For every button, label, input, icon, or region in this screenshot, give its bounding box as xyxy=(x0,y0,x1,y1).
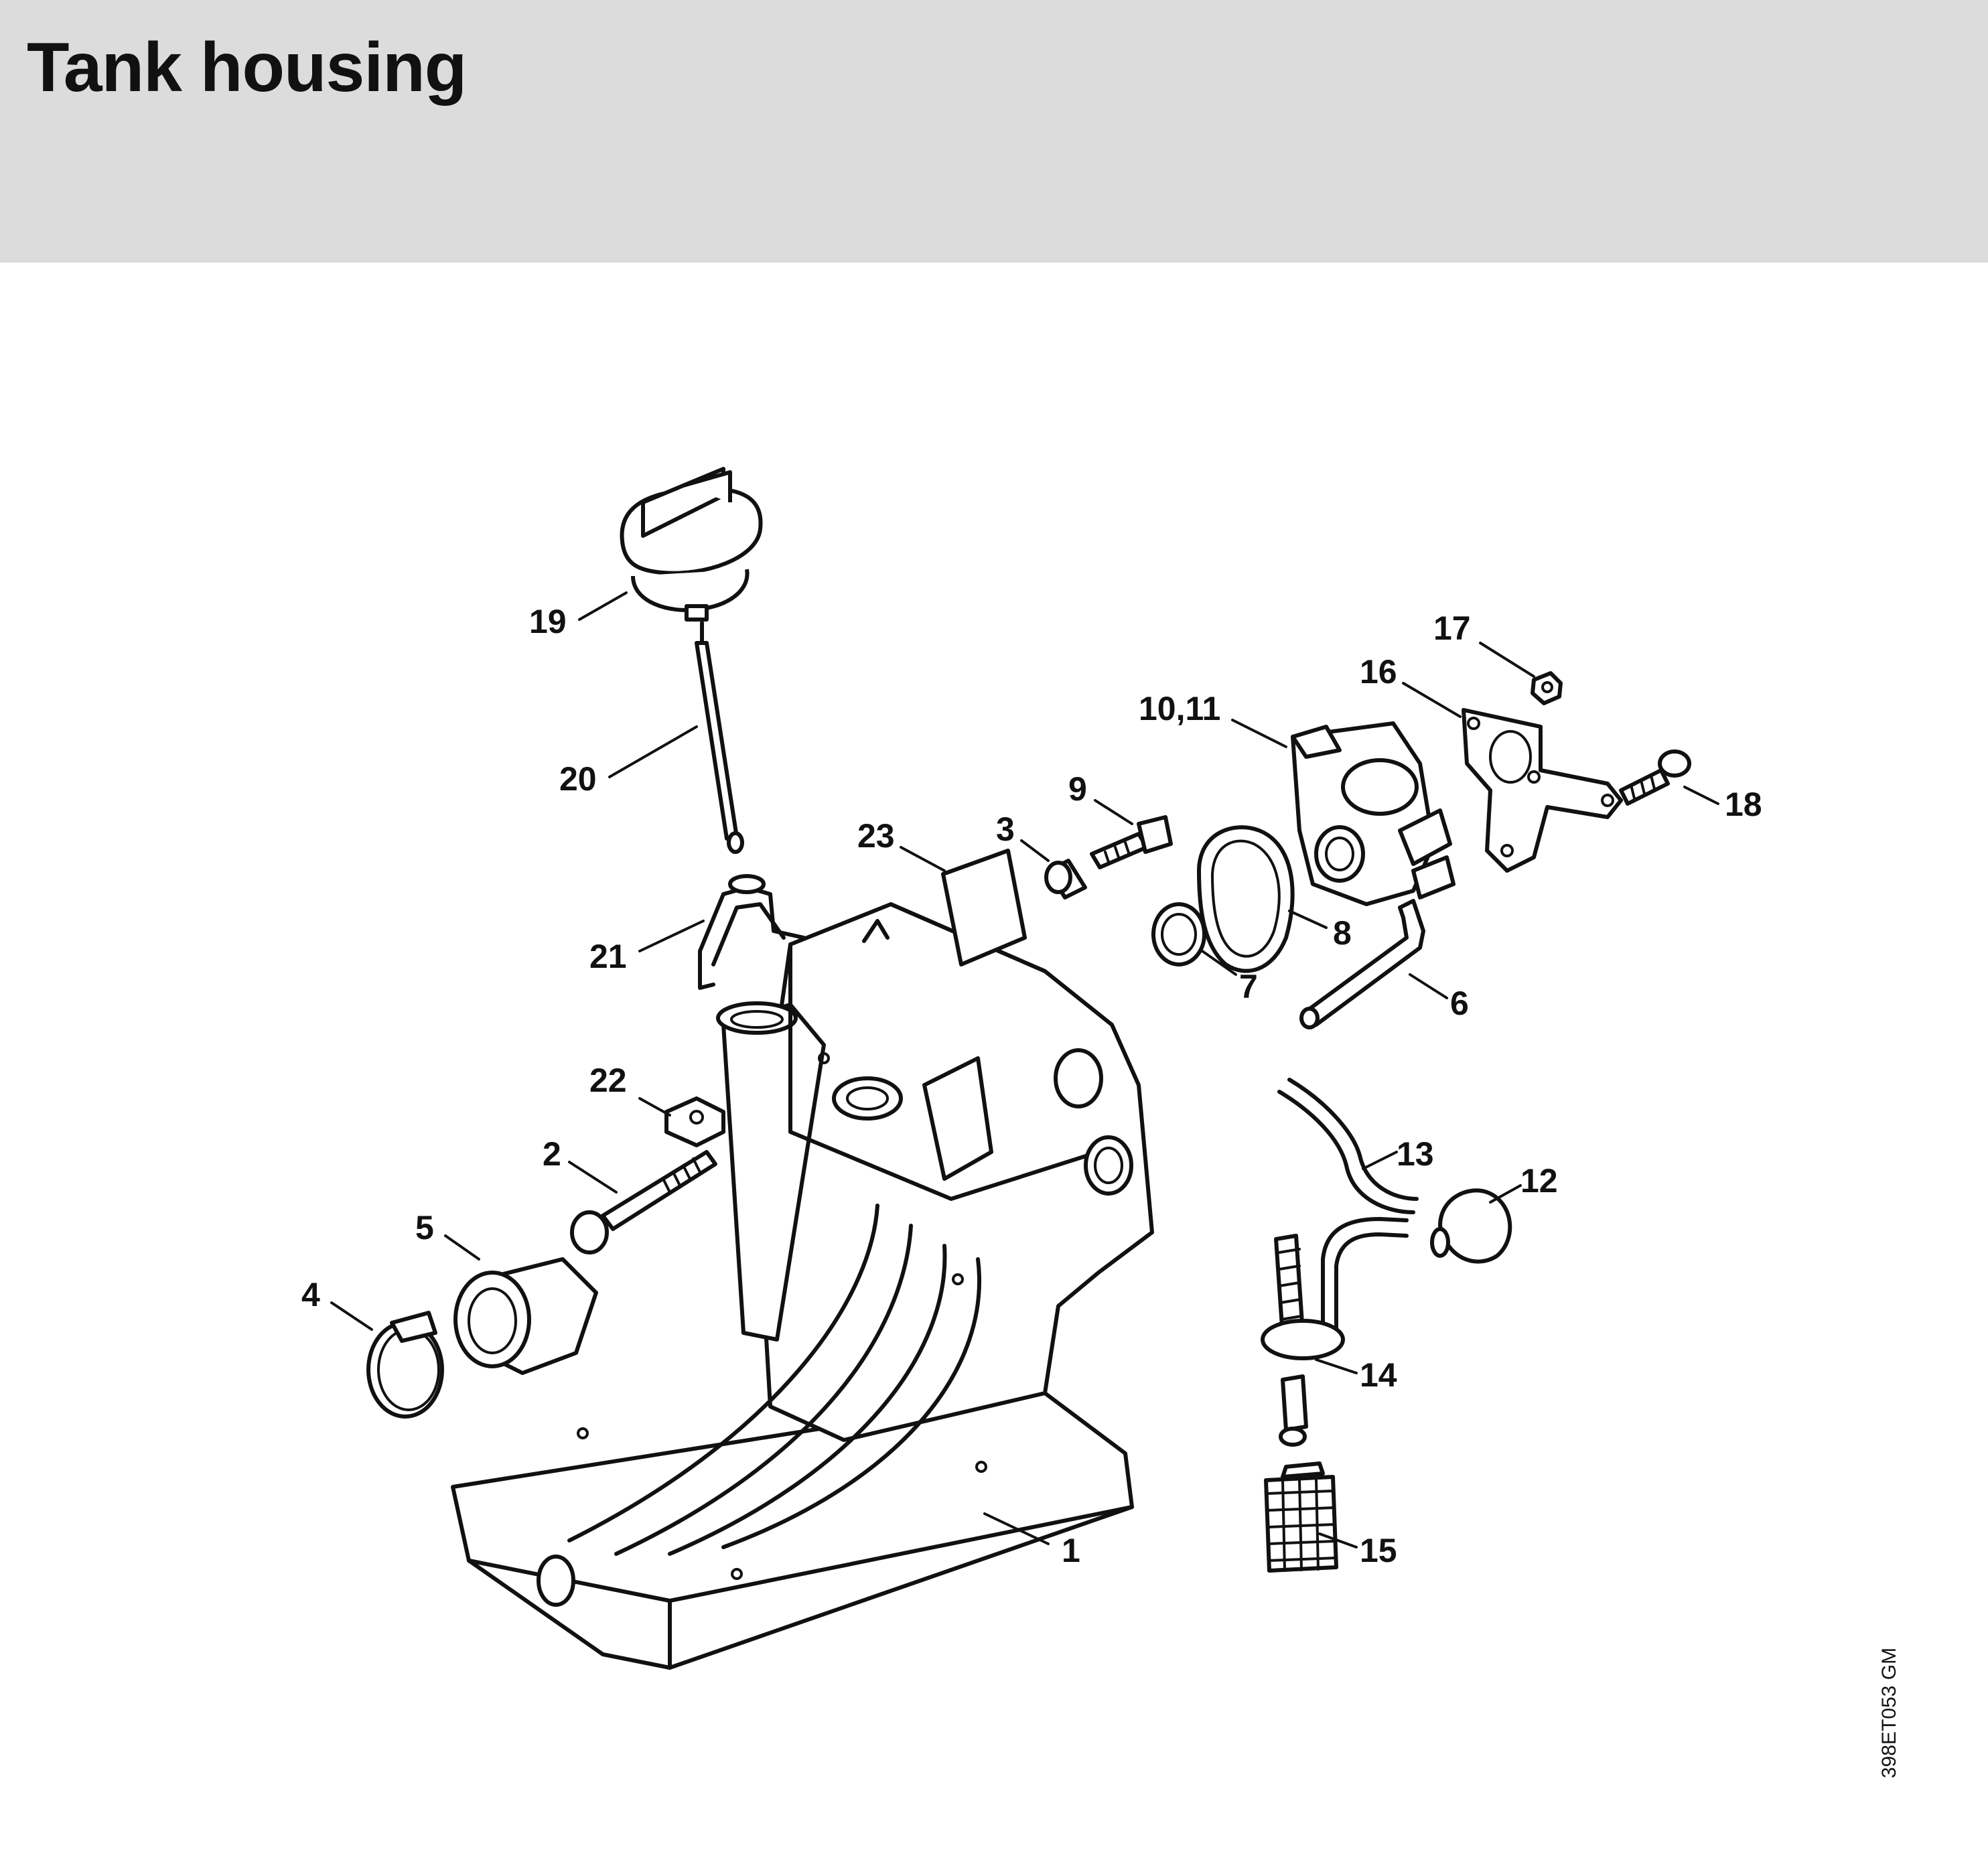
callout-8: 8 xyxy=(1288,910,1352,952)
callout-label: 9 xyxy=(1068,770,1087,808)
fuel-hose-part xyxy=(695,621,744,854)
callout-label: 13 xyxy=(1397,1135,1434,1173)
callout-2: 2 xyxy=(543,1135,618,1194)
square-nut-part xyxy=(664,1096,725,1147)
filler-cap-part xyxy=(620,467,763,622)
spring-screw-part xyxy=(1619,749,1691,806)
callout-label: 5 xyxy=(415,1209,434,1246)
callout-15: 15 xyxy=(1318,1532,1397,1569)
callout-label: 16 xyxy=(1360,653,1397,691)
callout-label: 10,11 xyxy=(1139,690,1220,727)
callout-label: 19 xyxy=(529,603,567,640)
stud-bolt-part xyxy=(570,1150,717,1254)
callout-label: 12 xyxy=(1520,1162,1558,1200)
mounting-plate-part xyxy=(1462,708,1623,873)
sleeve-part xyxy=(1044,859,1087,900)
callout-21: 21 xyxy=(589,920,705,975)
callout-12: 12 xyxy=(1489,1162,1558,1204)
callout-label: 7 xyxy=(1239,968,1258,1005)
callout-label: 14 xyxy=(1360,1356,1397,1394)
fuel-line-part xyxy=(1277,1078,1419,1214)
callout-label: 20 xyxy=(559,760,597,798)
callout-label: 6 xyxy=(1450,985,1469,1022)
purge-bulb-part xyxy=(1430,1188,1512,1264)
callout-23: 23 xyxy=(857,817,946,872)
header-bar: Tank housing xyxy=(0,0,1988,263)
flange-ring-part xyxy=(1151,902,1206,966)
callout-label: 3 xyxy=(996,810,1015,848)
callout-9: 9 xyxy=(1068,770,1133,825)
carburetor-part xyxy=(1291,721,1456,906)
tank-housing-part xyxy=(451,902,1154,1670)
callout-6: 6 xyxy=(1409,973,1469,1022)
callout-16: 16 xyxy=(1360,653,1462,718)
callout-7: 7 xyxy=(1201,950,1258,1005)
callout-13: 13 xyxy=(1362,1135,1434,1173)
callout-label: 1 xyxy=(1062,1532,1080,1569)
callout-label: 4 xyxy=(301,1276,320,1313)
callout-label: 2 xyxy=(543,1135,561,1173)
callout-label: 17 xyxy=(1433,609,1471,647)
callout-19: 19 xyxy=(529,591,628,640)
callout-label: 18 xyxy=(1725,786,1762,823)
callout-label: 21 xyxy=(589,938,627,975)
fuel-filter-part xyxy=(1264,1461,1338,1573)
callout-label: 22 xyxy=(589,1062,627,1099)
gasket-part xyxy=(1197,825,1295,973)
page-title: Tank housing xyxy=(27,29,467,106)
callout-18: 18 xyxy=(1683,786,1762,823)
callout-22: 22 xyxy=(589,1062,671,1117)
label-part xyxy=(941,849,1027,966)
callout-5: 5 xyxy=(415,1209,480,1261)
callout-3: 3 xyxy=(996,810,1050,862)
callout-17: 17 xyxy=(1433,609,1535,678)
callout-14: 14 xyxy=(1315,1356,1397,1394)
callout-label: 23 xyxy=(857,817,895,855)
drawing-code: 398ET053 GM xyxy=(1878,1648,1900,1778)
callout-1: 1 xyxy=(983,1512,1080,1569)
bracket-part xyxy=(698,874,806,990)
callout-10-11: 10,11 xyxy=(1139,690,1287,748)
impulse-hose-part xyxy=(1299,899,1425,1029)
callout-4: 4 xyxy=(301,1276,373,1331)
screw-part xyxy=(1090,815,1173,869)
callout-20: 20 xyxy=(559,725,698,798)
intake-flange-part xyxy=(453,1257,598,1375)
callout-label: 8 xyxy=(1333,914,1352,952)
nut-part xyxy=(1531,671,1563,705)
callout-label: 15 xyxy=(1360,1532,1397,1569)
pickup-body-part xyxy=(1261,1217,1409,1447)
hose-clamp-part xyxy=(366,1311,444,1419)
